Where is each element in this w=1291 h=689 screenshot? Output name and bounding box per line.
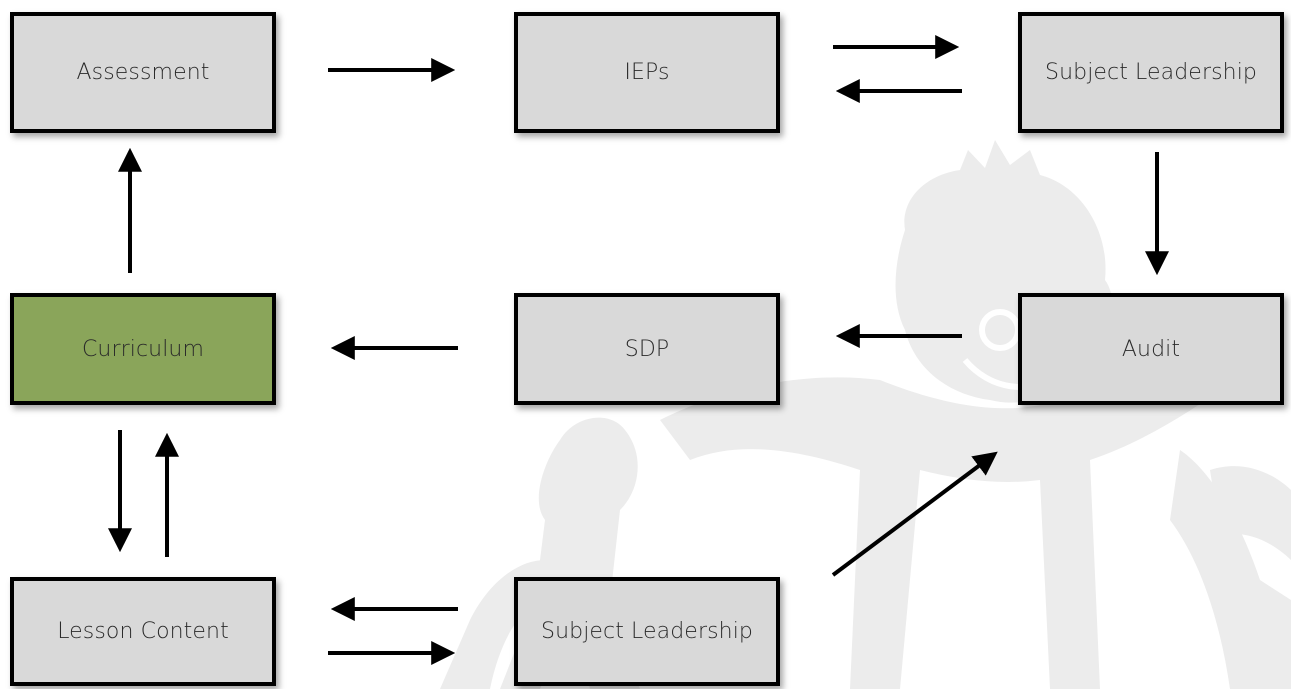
arrow-subject-leadership-to-audit-diagonal	[831, 451, 998, 577]
node-subject-leadership-top: Subject Leadership	[1018, 12, 1284, 133]
node-subject-leadership-bottom: Subject Leadership	[514, 577, 780, 686]
node-sdp: SDP	[514, 293, 780, 405]
node-audit: Audit	[1018, 293, 1284, 405]
node-curriculum: Curriculum	[10, 293, 276, 405]
node-assessment: Assessment	[10, 12, 276, 133]
node-ieps: IEPs	[514, 12, 780, 133]
node-lesson-content: Lesson Content	[10, 577, 276, 686]
